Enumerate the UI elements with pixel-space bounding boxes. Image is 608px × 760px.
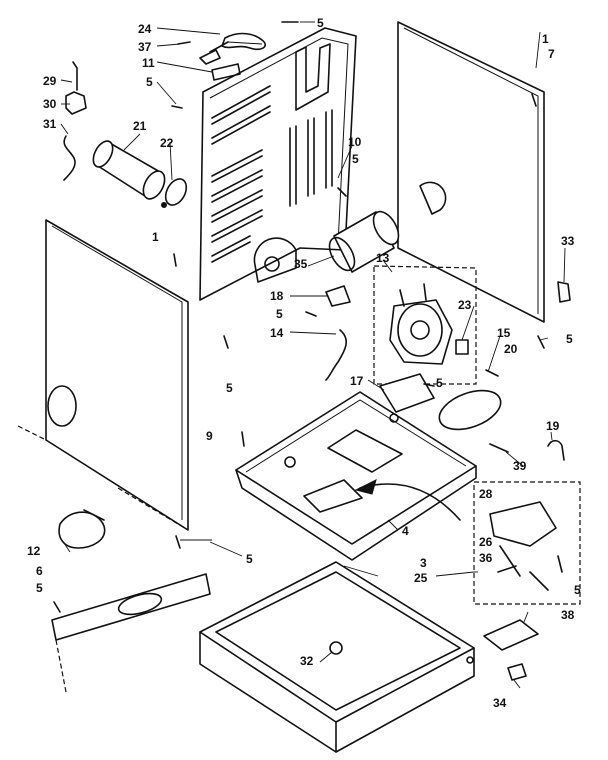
toe-panel — [51, 573, 211, 693]
label-3: 3 — [420, 556, 427, 570]
label-5: 5 — [36, 581, 43, 595]
right-side-panel — [397, 21, 545, 323]
label-20: 20 — [504, 342, 518, 356]
label-34: 34 — [493, 696, 507, 710]
drive-belt — [438, 389, 502, 431]
hinge-33 — [557, 281, 571, 303]
label-35: 35 — [294, 257, 308, 271]
label-22: 22 — [160, 136, 174, 150]
wire-31 — [63, 135, 76, 181]
label-25: 25 — [414, 571, 428, 585]
label-29: 29 — [43, 74, 57, 88]
screw-37 — [177, 41, 191, 45]
label-18: 18 — [270, 289, 284, 303]
screw-5-mid — [305, 311, 317, 317]
screw-5-toe — [53, 601, 61, 613]
label-15: 15 — [497, 326, 511, 340]
arrow-head — [354, 479, 377, 495]
screw-5-panel — [337, 187, 347, 197]
label-21: 21 — [133, 119, 147, 133]
label-9: 9 — [206, 429, 213, 443]
bracket-18 — [325, 285, 351, 307]
base-frame — [199, 561, 475, 753]
foot-34 — [507, 663, 527, 681]
screw-5-rpanel — [537, 335, 545, 349]
label-38: 38 — [561, 608, 575, 622]
label-5: 5 — [146, 75, 153, 89]
motor-assembly — [373, 265, 499, 385]
clamp-30 — [65, 91, 87, 115]
label-5: 5 — [352, 152, 359, 166]
label-17: 17 — [350, 374, 364, 388]
label-4: 4 — [402, 524, 409, 538]
motor-capacitor — [328, 210, 400, 273]
label-30: 30 — [43, 97, 57, 111]
label-28: 28 — [479, 487, 493, 501]
label-31: 31 — [43, 117, 57, 131]
label-19: 19 — [546, 419, 560, 433]
label-14: 14 — [270, 326, 284, 340]
label-24: 24 — [138, 22, 152, 36]
screw-29 — [72, 61, 78, 91]
screw-5-sensor — [557, 555, 563, 573]
label-5: 5 — [574, 583, 581, 597]
screw-5-left — [171, 105, 183, 109]
label-5: 5 — [226, 381, 233, 395]
screw-1-left — [173, 253, 177, 267]
bracket-39 — [489, 443, 509, 453]
clip-19 — [547, 439, 565, 461]
rear-panel — [199, 27, 357, 301]
leader-lines — [60, 21, 566, 689]
motor-mount-17 — [379, 373, 435, 413]
wire-14 — [325, 329, 348, 381]
pad-38 — [483, 619, 539, 651]
sensor-assembly — [473, 481, 581, 605]
label-6: 6 — [36, 564, 43, 578]
label-32: 32 — [300, 654, 314, 668]
label-5: 5 — [436, 376, 443, 390]
label-1: 1 — [542, 32, 549, 46]
label-36: 36 — [479, 551, 493, 565]
rear-panel-louvers — [211, 85, 333, 263]
label-5: 5 — [276, 307, 283, 321]
door-seal — [58, 509, 106, 549]
screw-5-lp2 — [241, 431, 245, 447]
label-5: 5 — [246, 552, 253, 566]
left-side-panel — [17, 219, 189, 531]
label-33: 33 — [561, 234, 575, 248]
label-39: 39 — [513, 459, 527, 473]
label-10: 10 — [348, 135, 362, 149]
wire-harness — [199, 32, 266, 65]
label-5: 5 — [566, 332, 573, 346]
bracket-11 — [211, 63, 241, 81]
label-26: 26 — [479, 535, 493, 549]
label-23: 23 — [458, 298, 472, 312]
label-37: 37 — [138, 40, 152, 54]
label-7: 7 — [548, 47, 555, 61]
screw-5-mount — [423, 383, 435, 387]
label-13: 13 — [376, 251, 390, 265]
label-12: 12 — [27, 544, 41, 558]
screw-5-lp1 — [223, 335, 229, 349]
label-11: 11 — [142, 56, 155, 70]
label-1: 1 — [152, 230, 159, 244]
exhaust-duct — [92, 140, 188, 208]
label-5: 5 — [317, 16, 324, 30]
screw-5-lp3 — [175, 535, 181, 549]
part-number-labels: 24 37 11 5 5 29 30 31 21 22 10 5 1 7 1 3… — [27, 16, 581, 710]
base-plate — [235, 391, 477, 561]
